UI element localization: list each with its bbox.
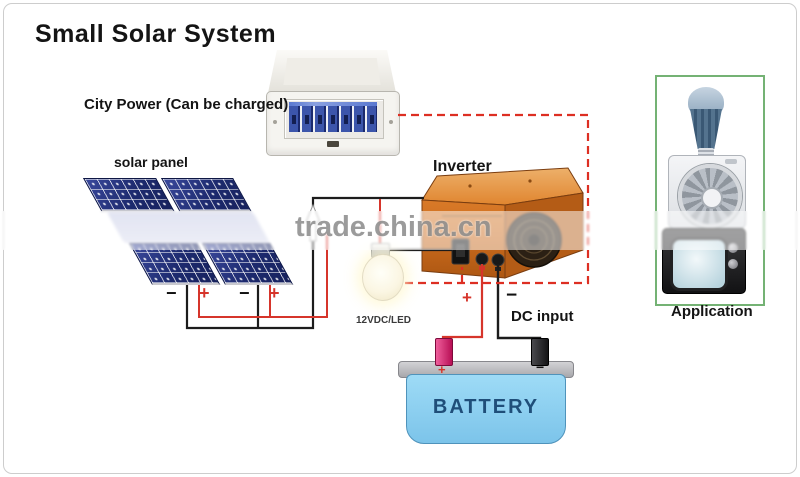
- inverter-plus-label: +: [462, 288, 472, 307]
- light-bulb-icon: [362, 254, 404, 301]
- inverter-label: Inverter: [433, 158, 492, 175]
- application-box: [655, 75, 765, 306]
- battery-minus-label: −: [536, 359, 545, 375]
- battery-plus-label: +: [438, 362, 446, 377]
- screw-icon: [528, 179, 532, 183]
- battery: BATTERY: [406, 374, 566, 444]
- inverter-minus-label: −: [506, 285, 518, 306]
- breaker-box-slot: [327, 141, 339, 147]
- application-label: Application: [671, 303, 753, 320]
- watermark-band: [0, 211, 800, 250]
- city-power-label: City Power (Can be charged): [84, 96, 289, 113]
- breaker-label-strip: [289, 102, 377, 106]
- screw-icon: [468, 184, 472, 188]
- watermark-text: trade.china.cn: [295, 211, 492, 243]
- solar-panel-label: solar panel: [114, 154, 188, 170]
- ac-socket-inner: [456, 244, 465, 257]
- breaker-box-lid-inner: [283, 57, 381, 86]
- dc-terminal-positive: [475, 252, 489, 266]
- solar-terminal-minus-1: −: [166, 283, 177, 303]
- dc-input-label: DC input: [511, 308, 574, 325]
- solar-terminal-plus-2: +: [269, 283, 280, 303]
- fan-hub: [701, 187, 723, 209]
- fan-dial: [725, 159, 737, 164]
- screw-icon: [273, 120, 277, 124]
- page-title: Small Solar System: [35, 20, 277, 48]
- screw-icon: [389, 120, 393, 124]
- battery-label: BATTERY: [432, 396, 540, 418]
- solar-terminal-plus-1: +: [199, 283, 210, 303]
- battery-negative-terminal: [531, 338, 549, 366]
- bulb-voltage-label: 12VDC/LED: [356, 315, 412, 326]
- solar-terminal-minus-2: −: [239, 283, 250, 303]
- breaker-switch-row: [289, 106, 377, 132]
- negative-wire: [185, 196, 452, 330]
- battery-positive-terminal: [435, 338, 453, 366]
- breaker-toggles: [289, 115, 377, 124]
- tv-knob: [728, 259, 738, 269]
- breaker-box-lid: [268, 50, 396, 93]
